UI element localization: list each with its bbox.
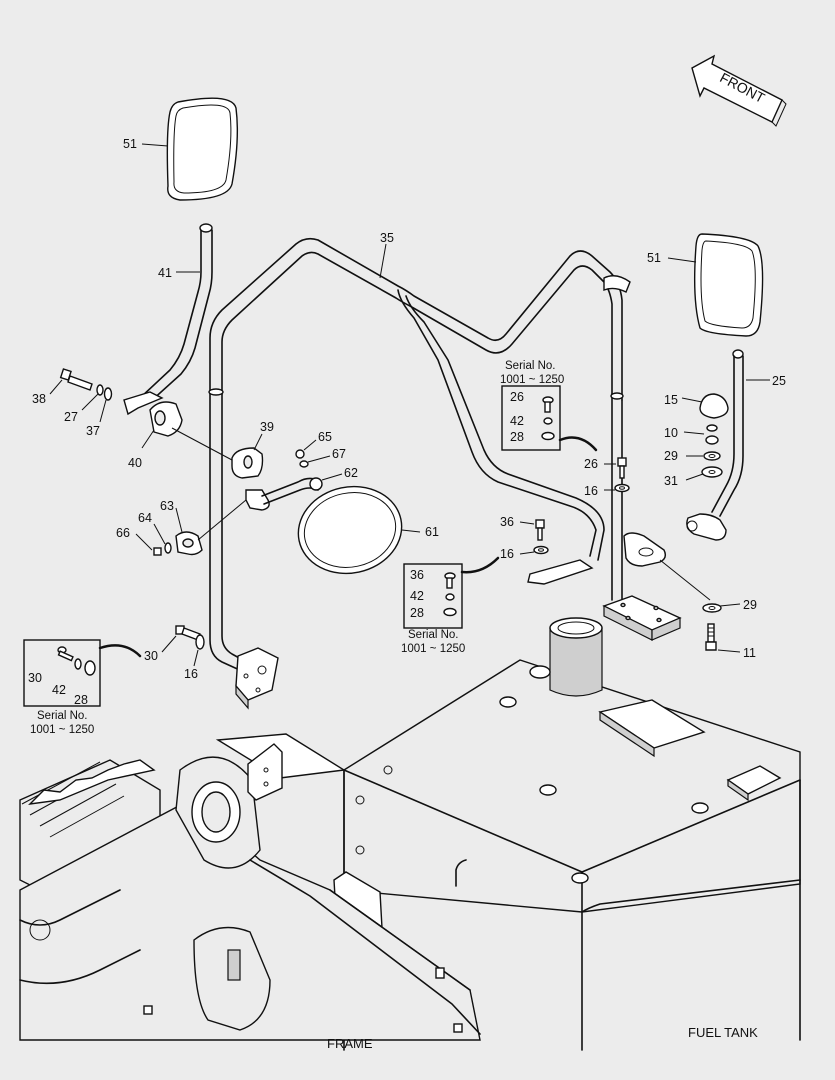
clamp-63 bbox=[175, 531, 203, 556]
mirror-stay-41 bbox=[123, 223, 213, 416]
label-16-right: 16 bbox=[584, 484, 598, 498]
serial-box-1 bbox=[501, 385, 598, 452]
washer-16-right bbox=[614, 483, 630, 493]
label-39: 39 bbox=[260, 420, 274, 434]
box3-label-30: 30 bbox=[28, 671, 42, 685]
label-27: 27 bbox=[64, 410, 78, 424]
serial-label-1: Serial No. bbox=[505, 360, 556, 372]
label-15: 15 bbox=[664, 393, 678, 407]
box2-label-42: 42 bbox=[410, 589, 424, 603]
label-25: 25 bbox=[772, 374, 786, 388]
label-29-bottom: 29 bbox=[743, 598, 757, 612]
box1-label-26: 26 bbox=[510, 390, 524, 404]
box2-label-28: 28 bbox=[410, 606, 424, 620]
base-plate-left bbox=[235, 647, 279, 710]
washer-16-mid bbox=[533, 545, 549, 555]
label-66: 66 bbox=[116, 526, 130, 540]
serial-label-2: Serial No. bbox=[408, 629, 459, 641]
serial-range-1: 1001 ~ 1250 bbox=[500, 374, 564, 386]
box1-label-28: 28 bbox=[510, 430, 524, 444]
label-61: 61 bbox=[425, 525, 439, 539]
cap-15 bbox=[699, 393, 729, 419]
nut-65 bbox=[295, 449, 305, 459]
label-30: 30 bbox=[144, 649, 158, 663]
label-41: 41 bbox=[158, 266, 172, 280]
label-16-mid: 16 bbox=[500, 547, 514, 561]
base-plate-right bbox=[602, 595, 682, 641]
mirror-right bbox=[693, 233, 764, 337]
label-38: 38 bbox=[32, 392, 46, 406]
guard-frame-35 bbox=[208, 237, 631, 673]
serial-range-3: 1001 ~ 1250 bbox=[30, 724, 94, 736]
mirror-61 bbox=[297, 485, 403, 575]
label-64: 64 bbox=[138, 511, 152, 525]
bolt-36-mid bbox=[535, 519, 545, 541]
clamp-40 bbox=[149, 401, 183, 437]
bolt-38 bbox=[59, 368, 93, 391]
front-arrow: FRONT bbox=[691, 54, 787, 127]
nut-10 bbox=[705, 424, 719, 445]
label-62: 62 bbox=[344, 466, 358, 480]
box2-label-36: 36 bbox=[410, 568, 424, 582]
frame bbox=[19, 733, 481, 1041]
washer-31 bbox=[701, 466, 723, 478]
box1-label-42: 42 bbox=[510, 414, 524, 428]
stay-bracket bbox=[623, 532, 711, 601]
washer-29-bottom bbox=[702, 603, 722, 613]
bracket-62 bbox=[245, 477, 323, 511]
label-26: 26 bbox=[584, 457, 598, 471]
caption-frame: FRAME bbox=[327, 1036, 373, 1051]
serial-range-2: 1001 ~ 1250 bbox=[401, 643, 465, 655]
label-37: 37 bbox=[86, 424, 100, 438]
mirror-left bbox=[166, 97, 239, 201]
serial-box-3 bbox=[23, 639, 142, 707]
label-29-top: 29 bbox=[664, 449, 678, 463]
box3-label-28: 28 bbox=[74, 693, 88, 707]
label-63: 63 bbox=[160, 499, 174, 513]
label-36: 36 bbox=[500, 515, 514, 529]
bolt-26-right bbox=[617, 457, 627, 479]
washer-67 bbox=[299, 460, 309, 468]
label-51-left: 51 bbox=[123, 137, 137, 151]
caption-fuel-tank: FUEL TANK bbox=[688, 1025, 758, 1040]
clamp-39 bbox=[231, 447, 264, 479]
box3-label-42: 42 bbox=[52, 683, 66, 697]
mirror-stay-25 bbox=[686, 349, 744, 541]
label-35: 35 bbox=[380, 231, 394, 245]
label-67: 67 bbox=[332, 447, 346, 461]
bolt-11 bbox=[705, 623, 717, 651]
washer-37 bbox=[103, 387, 113, 401]
nut-66 bbox=[153, 547, 162, 556]
washer-16-left bbox=[195, 634, 205, 650]
washer-29-top bbox=[703, 451, 721, 461]
washer-64 bbox=[164, 542, 172, 554]
label-16-left: 16 bbox=[184, 667, 198, 681]
label-65: 65 bbox=[318, 430, 332, 444]
label-31: 31 bbox=[664, 474, 678, 488]
label-10: 10 bbox=[664, 426, 678, 440]
label-11: 11 bbox=[743, 646, 756, 660]
serial-label-3: Serial No. bbox=[37, 710, 88, 722]
label-51-right: 51 bbox=[647, 251, 661, 265]
washer-27 bbox=[96, 384, 104, 396]
serial-box-2 bbox=[403, 556, 500, 629]
label-40: 40 bbox=[128, 456, 142, 470]
